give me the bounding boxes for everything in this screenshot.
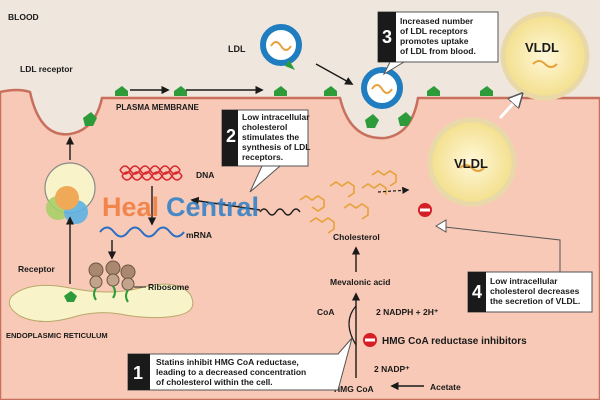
cholesterol-to-vldl-arrow <box>377 186 410 194</box>
svg-text:of cholesterol within the cell: of cholesterol within the cell. <box>156 377 273 387</box>
watermark-logo-icon <box>46 186 88 224</box>
callout-1: 1 Statins inhibit HMG CoA reductase, lea… <box>127 337 353 391</box>
svg-text:1: 1 <box>133 363 143 383</box>
svg-text:promotes uptake: promotes uptake <box>400 36 469 46</box>
callout-2: 2 Low intracellular cholesterol stimulat… <box>221 109 310 193</box>
cholesterol-label: Cholesterol <box>333 232 380 242</box>
svg-text:of LDL receptors: of LDL receptors <box>400 26 468 36</box>
ldl-bound-particle <box>361 67 403 109</box>
vldl-secretion-arrow <box>498 96 520 120</box>
er-receptor-icon <box>64 291 77 302</box>
ldl-approach-arrow <box>315 63 354 85</box>
svg-text:Increased number: Increased number <box>400 16 474 26</box>
callout-3: 3 Increased number of LDL receptors prom… <box>377 11 499 76</box>
dna-label: DNA <box>196 170 214 180</box>
watermark-part2: Central <box>166 192 259 222</box>
nadph-label: 2 NADPH + 2H⁺ <box>376 307 439 317</box>
inhibitor-label: HMG CoA reductase inhibitors <box>382 336 527 347</box>
nadp-label: 2 NADP⁺ <box>374 364 410 374</box>
callout-4-pointer <box>435 225 561 272</box>
dna-helix <box>119 165 183 181</box>
svg-text:2: 2 <box>226 126 236 146</box>
svg-text:3: 3 <box>382 27 392 47</box>
nascent-receptors <box>93 285 129 303</box>
ldl-receptor-label: LDL receptor <box>20 64 73 74</box>
nadph-curve <box>348 305 357 346</box>
callout-4-arrowhead <box>435 219 447 233</box>
acetate-label: Acetate <box>430 382 461 392</box>
vldl-top-label: VLDL <box>525 40 559 55</box>
svg-text:Low intracellular: Low intracellular <box>242 112 310 122</box>
blood-label: BLOOD <box>8 12 39 22</box>
svg-text:synthesis of LDL: synthesis of LDL <box>242 142 310 152</box>
mevalonic-acid-label: Mevalonic acid <box>330 277 390 287</box>
svg-text:Low intracellular: Low intracellular <box>490 276 558 286</box>
receptor-label: Receptor <box>18 264 56 274</box>
er-label: ENDOPLASMIC RETICULUM <box>6 331 108 340</box>
svg-text:cholesterol decreases: cholesterol decreases <box>490 286 580 296</box>
vldl-main-particle <box>427 117 517 207</box>
svg-text:cholesterol: cholesterol <box>242 122 287 132</box>
vldl-main-label: VLDL <box>454 156 488 171</box>
svg-text:the secretion of VLDL.: the secretion of VLDL. <box>490 296 580 306</box>
ribosome-label: Ribosome <box>148 282 189 292</box>
cholesterol-molecules <box>299 170 397 234</box>
mrna-strand <box>99 226 185 238</box>
surface-receptors <box>83 86 493 128</box>
svg-text:Statins inhibit HMG CoA reduct: Statins inhibit HMG CoA reductase, <box>156 357 299 367</box>
ldl-label: LDL <box>228 44 246 54</box>
coa-label: CoA <box>317 307 334 317</box>
signal-wave <box>259 208 301 216</box>
vldl-top-particle <box>500 11 590 101</box>
svg-text:receptors.: receptors. <box>242 152 283 162</box>
svg-text:of LDL from blood.: of LDL from blood. <box>400 46 476 56</box>
svg-text:leading to a decreased concent: leading to a decreased concentration <box>156 367 306 377</box>
vldl-inhibition-icon <box>418 203 432 217</box>
callout-4: 4 Low intracellular cholesterol decrease… <box>467 271 593 313</box>
hmg-coa-label: HMG CoA <box>334 384 374 394</box>
ribosomes <box>88 260 136 291</box>
svg-text:4: 4 <box>472 282 482 302</box>
svg-text:stimulates the: stimulates the <box>242 132 299 142</box>
endoplasmic-reticulum <box>8 283 194 322</box>
plasma-membrane-label: PLASMA MEMBRANE <box>116 103 199 112</box>
statin-inhibitor-icon <box>363 333 377 347</box>
watermark-part1: Heal <box>102 192 159 222</box>
signal-to-dna-arrow <box>190 196 261 211</box>
ldl-particle <box>260 24 302 70</box>
mrna-label: mRNA <box>186 230 212 240</box>
